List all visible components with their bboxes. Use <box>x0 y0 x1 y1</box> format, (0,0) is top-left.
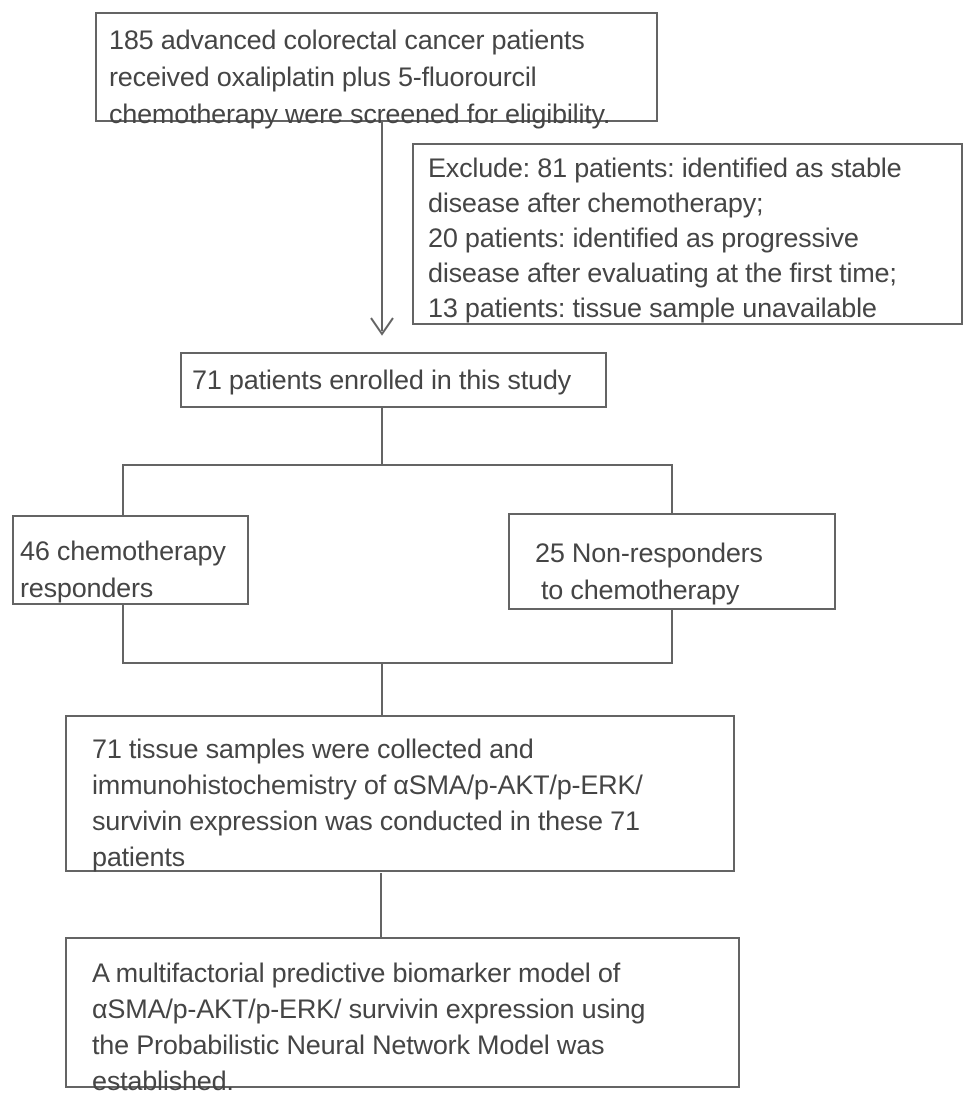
predictive-model-text: αSMA/p-AKT/p-ERK/ survivin expression us… <box>92 994 646 1024</box>
ihc-text: immunohistochemistry of αSMA/p-AKT/p-ERK… <box>92 770 643 800</box>
enrolled-patients-text: 71 patients enrolled in this study <box>192 364 571 395</box>
ihc-text: patients <box>92 842 185 872</box>
predictive-model-text: the Probabilistic Neural Network Model w… <box>92 1030 605 1060</box>
box-excluded-patients: Exclude: 81 patients: identified as stab… <box>412 143 963 325</box>
non-responders-text: 25 Non-responders <box>535 538 763 568</box>
excluded-patients-text: 20 patients: identified as progressive <box>428 223 859 253</box>
box-non-responders: 25 Non-responders to chemotherapy <box>508 513 836 610</box>
box-chemotherapy-responders: 46 chemotherapy responders <box>12 515 249 605</box>
ihc-text: 71 tissue samples were collected and <box>92 734 534 764</box>
excluded-patients-text: Exclude: 81 patients: identified as stab… <box>428 153 902 183</box>
responders-text: 46 chemotherapy <box>20 536 226 566</box>
predictive-model-text: A multifactorial predictive biomarker mo… <box>92 958 621 988</box>
box-screened-patients: 185 advanced colorectal cancer patients … <box>95 12 658 129</box>
box-predictive-model: A multifactorial predictive biomarker mo… <box>65 937 740 1096</box>
box-enrolled-patients: 71 patients enrolled in this study <box>180 352 607 408</box>
excluded-patients-text: disease after evaluating at the first ti… <box>428 258 897 288</box>
predictive-model-text: established. <box>92 1066 234 1096</box>
non-responders-text: to chemotherapy <box>541 575 740 605</box>
arrowhead-down-icon <box>370 317 394 336</box>
box-tissue-samples-ihc: 71 tissue samples were collected and imm… <box>65 715 735 872</box>
screened-patients-text: chemotherapy were screened for eligibili… <box>109 99 611 129</box>
excluded-patients-text: 13 patients: tissue sample unavailable <box>428 293 877 323</box>
ihc-text: survivin expression was conducted in the… <box>92 806 640 836</box>
excluded-patients-text: disease after chemotherapy; <box>428 188 764 218</box>
responders-text: responders <box>20 573 154 603</box>
screened-patients-text: received oxaliplatin plus 5-fluorourcil <box>109 62 537 92</box>
screened-patients-text: 185 advanced colorectal cancer patients <box>109 25 585 55</box>
